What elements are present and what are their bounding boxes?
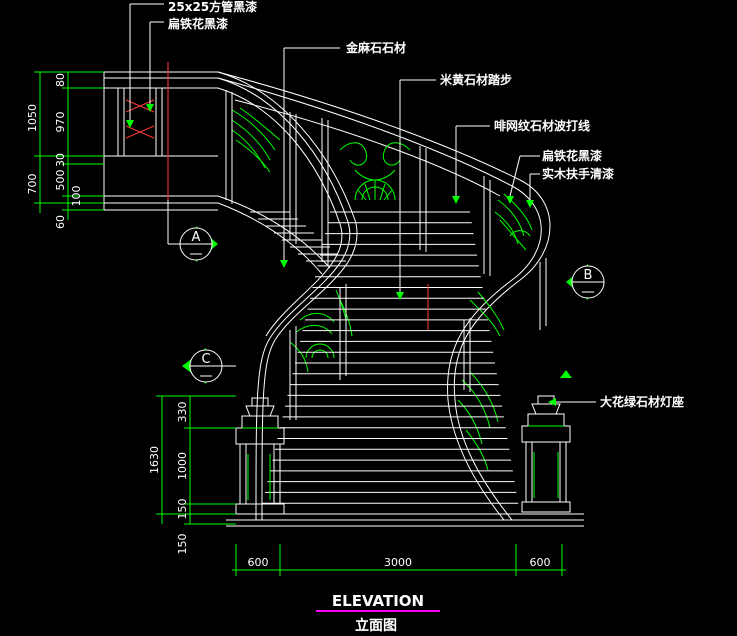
dim-600-right: 600 xyxy=(530,556,551,569)
dimension-chain-lower xyxy=(156,395,236,525)
ironwork-lower-left xyxy=(289,289,353,373)
dim-700: 700 xyxy=(26,174,39,195)
label-iron-top: 扁铁花黑漆 xyxy=(168,16,228,31)
dim-80: 80 xyxy=(54,73,67,87)
left-lamp-base-green xyxy=(242,427,278,500)
dim-100: 100 xyxy=(70,186,83,207)
upper-landing xyxy=(103,71,218,211)
title-english: ELEVATION xyxy=(332,592,424,610)
ironwork-right-panel xyxy=(494,193,533,251)
left-stringer xyxy=(217,71,358,521)
label-coffee-wave: 啡网纹石材波打线 xyxy=(494,118,590,133)
label-lamp-base: 大花绿石材灯座 xyxy=(600,394,684,409)
leader-lines xyxy=(129,3,596,403)
section-mark-c: C xyxy=(182,348,236,384)
dim-1630: 1630 xyxy=(148,446,161,474)
label-beige-tread: 米黄石材踏步 xyxy=(440,72,512,87)
section-label-c: C xyxy=(201,352,210,367)
label-handrail: 实木扶手清漆 xyxy=(542,166,614,181)
left-lamp-base xyxy=(235,397,285,515)
dimension-chain-bottom xyxy=(232,544,566,576)
ironwork-upper-left xyxy=(231,107,281,173)
section-mark-a: A xyxy=(167,200,218,262)
stair-treads xyxy=(250,211,520,515)
ground-lines xyxy=(226,513,584,527)
right-lamp-base xyxy=(521,395,571,513)
balusters xyxy=(225,90,547,420)
dim-330: 330 xyxy=(176,402,189,423)
dim-1050: 1050 xyxy=(26,104,39,132)
right-stringer xyxy=(217,71,551,521)
dim-3000: 3000 xyxy=(384,556,412,569)
dim-600-left: 600 xyxy=(248,556,269,569)
section-label-a: A xyxy=(192,230,201,245)
dim-30: 30 xyxy=(54,153,67,167)
section-label-b: B xyxy=(584,268,593,283)
dimension-chain-upper xyxy=(34,71,104,220)
dim-1000: 1000 xyxy=(176,452,189,480)
label-iron-right: 扁铁花黑漆 xyxy=(542,148,602,163)
label-tube: 25x25方管黑漆 xyxy=(168,0,257,14)
dim-60: 60 xyxy=(54,215,67,229)
label-granite: 金麻石石材 xyxy=(345,40,406,55)
dim-150b: 150 xyxy=(176,534,189,555)
right-lamp-base-green xyxy=(528,425,564,498)
leader-arrowheads xyxy=(126,104,572,406)
title-chinese: 立面图 xyxy=(355,617,397,634)
ironwork-center-fan xyxy=(339,142,411,201)
section-mark-b: B xyxy=(566,264,605,300)
dim-150a: 150 xyxy=(176,499,189,520)
dim-970: 970 xyxy=(54,112,67,133)
dim-500: 500 xyxy=(54,170,67,191)
